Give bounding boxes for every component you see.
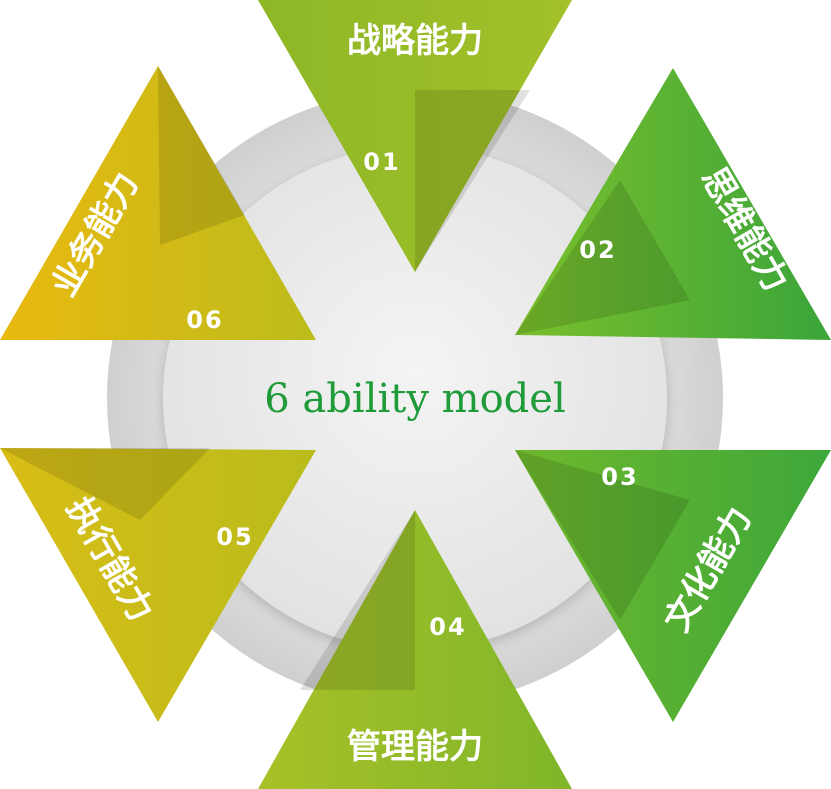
segment-fold [415, 90, 530, 272]
ability-segment-04: 管理能力 04 [258, 510, 572, 789]
segment-triangle [0, 448, 316, 722]
segment-fold [515, 180, 690, 335]
ability-segment-01: 战略能力 01 [258, 0, 572, 272]
segment-label: 战略能力 [347, 21, 483, 61]
segment-triangle [515, 450, 831, 722]
segment-number: 06 [186, 306, 223, 334]
segment-triangle [258, 0, 572, 272]
inner-disc [163, 146, 667, 650]
segment-number: 02 [579, 236, 616, 264]
segment-fold [158, 66, 245, 245]
segment-triangle [0, 66, 316, 340]
segment-number: 05 [216, 523, 253, 551]
segment-label: 管理能力 [347, 727, 483, 767]
segment-number: 04 [429, 613, 466, 641]
ability-segment-05: 执行能力 05 [0, 448, 316, 722]
center-title: 6 ability model [264, 376, 565, 422]
segment-number: 03 [601, 463, 638, 491]
segment-triangle [515, 68, 831, 340]
segment-fold [515, 450, 690, 620]
segment-triangle [258, 510, 572, 789]
segment-fold [300, 510, 415, 690]
segment-number: 01 [363, 148, 400, 176]
segment-fold [0, 448, 210, 520]
